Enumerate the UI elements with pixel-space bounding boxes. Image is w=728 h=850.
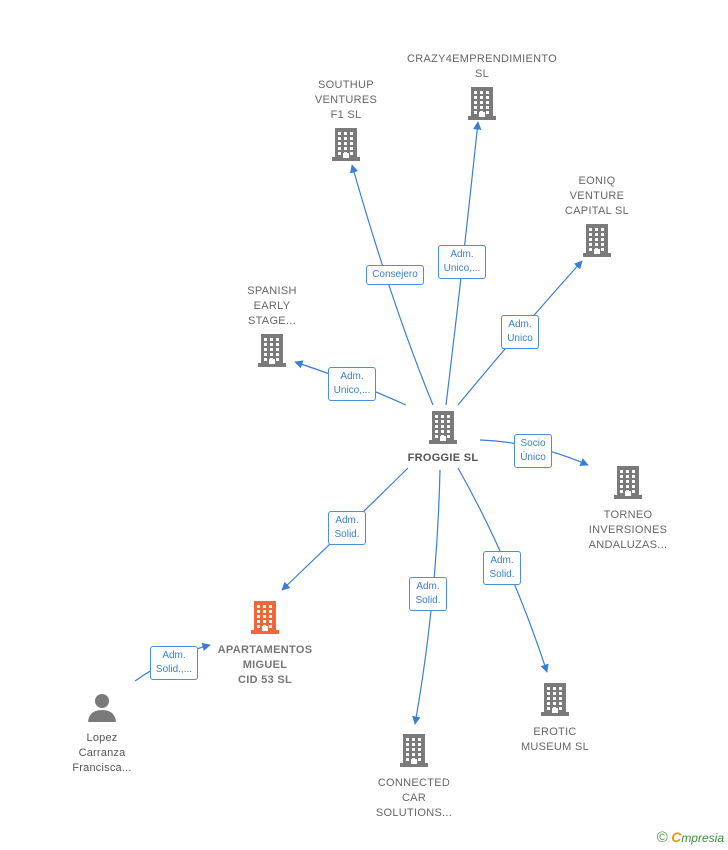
building-icon: [547, 223, 647, 262]
node-label: TORNEO INVERSIONES ANDALUZAS...: [588, 509, 668, 551]
node-label: SPANISH EARLY STAGE...: [247, 285, 297, 327]
node-southup[interactable]: SOUTHUP VENTURES F1 SL: [301, 78, 391, 166]
node-crazy4[interactable]: CRAZY4EMPRENDIMIENTO SL: [397, 52, 567, 125]
node-label: EONIQ VENTURE CAPITAL SL: [564, 175, 630, 217]
node-eoniq[interactable]: EONIQ VENTURE CAPITAL SL: [547, 174, 647, 262]
node-spanish[interactable]: SPANISH EARLY STAGE...: [232, 284, 312, 372]
person-icon: [52, 692, 152, 727]
edge-label-froggie-crazy4[interactable]: Adm. Unico,...: [437, 245, 487, 279]
node-connected[interactable]: CONNECTED CAR SOLUTIONS...: [359, 733, 469, 821]
edge-label-froggie-apartamentos[interactable]: Adm. Solid.: [328, 511, 366, 545]
copyright-icon: ©: [656, 829, 668, 846]
node-label: CONNECTED CAR SOLUTIONS...: [375, 777, 453, 819]
building-icon: [573, 465, 683, 504]
edge-froggie-southup: [350, 164, 434, 406]
building-icon: [359, 733, 469, 772]
building-icon: [232, 333, 312, 372]
edge-label-froggie-spanish[interactable]: Adm. Unico,...: [327, 367, 377, 401]
node-label: EROTIC MUSEUM SL: [520, 726, 590, 753]
node-label: APARTAMENTOS MIGUEL CID 53 SL: [217, 644, 313, 686]
building-icon: [398, 410, 488, 449]
node-froggie[interactable]: FROGGIE SL: [398, 410, 488, 466]
node-label: FROGGIE SL: [407, 452, 479, 464]
node-erotic[interactable]: EROTIC MUSEUM SL: [505, 682, 605, 755]
building-icon: [301, 127, 391, 166]
edge-label-froggie-eoniq[interactable]: Adm. Unico: [501, 315, 539, 349]
node-apartamentos[interactable]: APARTAMENTOS MIGUEL CID 53 SL: [205, 600, 325, 688]
edge-label-froggie-erotic[interactable]: Adm. Solid.: [483, 551, 521, 585]
node-label: SOUTHUP VENTURES F1 SL: [314, 79, 378, 121]
empresia-logo: Cmpresia: [671, 829, 724, 845]
building-icon: [397, 86, 567, 125]
brand-footer: © Cmpresia: [657, 829, 724, 846]
edge-label-lopez-apartamentos[interactable]: Adm. Solid.,...: [149, 646, 199, 680]
building-icon: [205, 600, 325, 639]
building-icon: [505, 682, 605, 721]
edge-label-froggie-connected[interactable]: Adm. Solid.: [409, 577, 447, 611]
node-label: CRAZY4EMPRENDIMIENTO SL: [406, 53, 558, 80]
node-torneo[interactable]: TORNEO INVERSIONES ANDALUZAS...: [573, 465, 683, 553]
edge-label-froggie-torneo[interactable]: Socio Único: [514, 434, 552, 468]
node-label: Lopez Carranza Francisca...: [72, 732, 132, 774]
edge-label-froggie-southup[interactable]: Consejero: [366, 265, 424, 285]
node-lopez[interactable]: Lopez Carranza Francisca...: [52, 692, 152, 776]
